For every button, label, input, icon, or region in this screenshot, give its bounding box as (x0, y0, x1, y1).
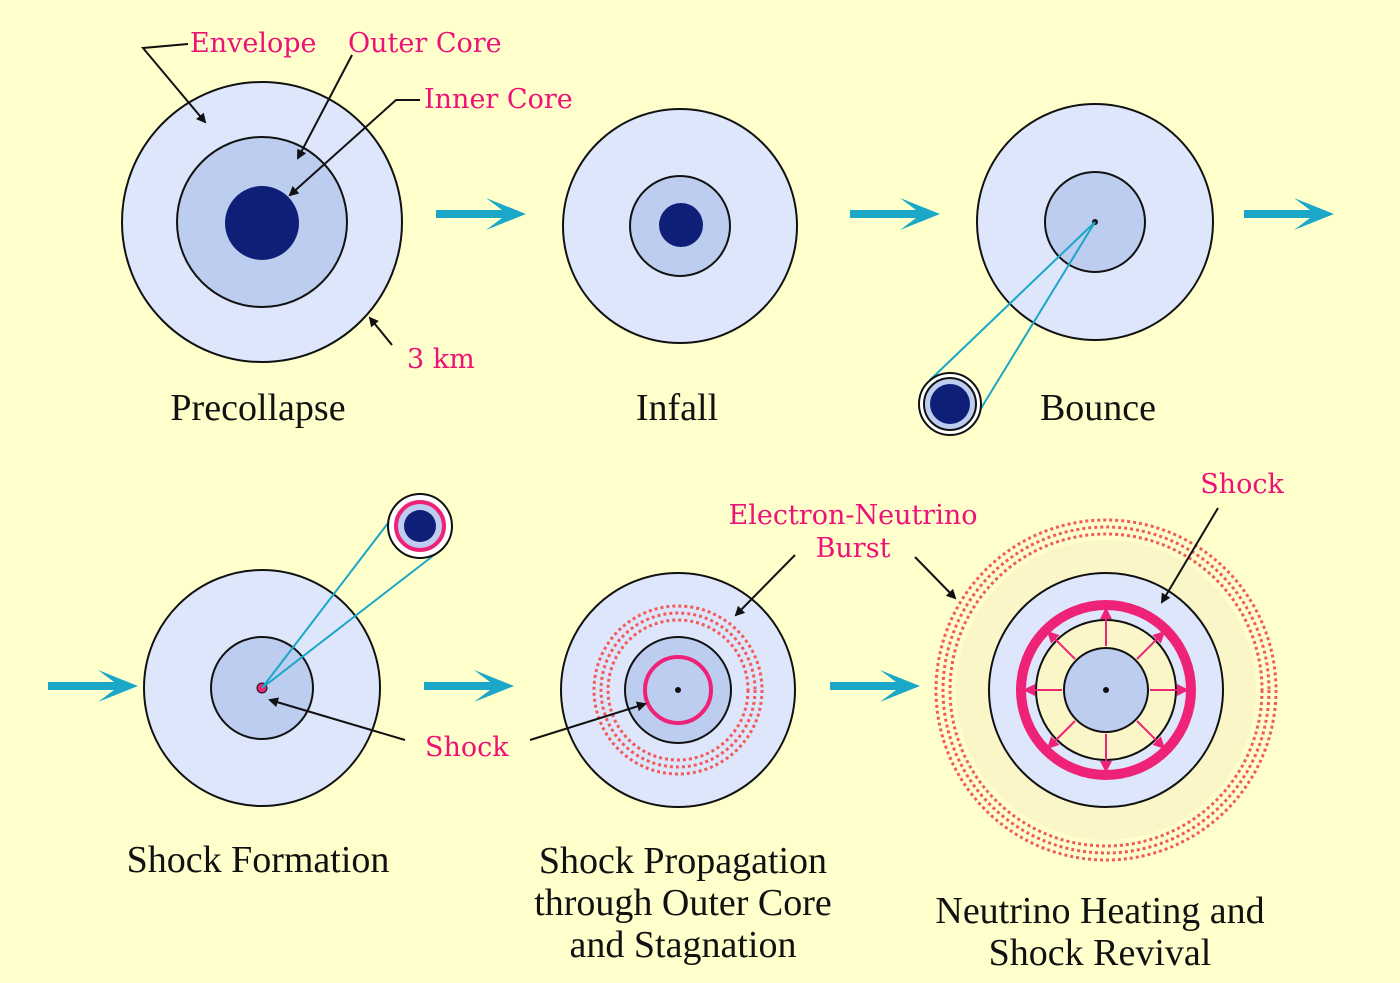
bounce-zoom-line-b (979, 221, 1096, 411)
revival-shock-ring (1016, 600, 1196, 780)
propagation-burst-zigzag-inner2 (606, 618, 750, 762)
propagation-title-line3: and Stagnation (570, 924, 797, 966)
precollapse-inner-core (225, 186, 299, 260)
shock-propagation-stage: Shock Propagation through Outer Core and… (529, 554, 832, 966)
revival-heating-arrows (1023, 607, 1189, 773)
propagation-burst-zigzag-inner (599, 611, 757, 769)
heating-arrow-nw (1046, 630, 1076, 660)
bounce-title: Bounce (1040, 387, 1156, 429)
shock-label-leader-to-propagation (529, 701, 647, 741)
shock-top-right-label: Shock (1200, 469, 1284, 500)
inner-core-leader-line (288, 99, 420, 197)
heating-arrow-se (1136, 720, 1166, 750)
infall-title: Infall (636, 387, 718, 429)
heating-arrow-sw (1046, 720, 1076, 750)
shock-top-right-leader (1160, 507, 1219, 604)
revival-burst-zigzag-outer (934, 518, 1278, 862)
shock-revival-stage: Shock Neutrino Heating and Shock Revival (914, 469, 1284, 974)
precollapse-stage: Envelope Outer Core Inner Core 3 km Prec… (121, 28, 573, 429)
revival-center-dot (1103, 687, 1109, 693)
propagation-title-line2: through Outer Core (534, 882, 832, 924)
inner-core-label: Inner Core (424, 84, 573, 115)
propagation-burst-zigzag (592, 604, 764, 776)
outer-core-leader-line (297, 54, 353, 160)
formation-zoom-line-b (261, 551, 439, 689)
right-arrow-icon (850, 198, 940, 230)
shock-formation-title: Shock Formation (127, 839, 390, 881)
revival-burst-zigzag-inner (948, 532, 1264, 848)
infall-inner-core (659, 203, 703, 247)
heating-arrow-ne (1136, 630, 1166, 660)
formation-zoom-line-a (261, 509, 399, 689)
right-arrow-icon (48, 670, 138, 702)
bounce-zoom-core (930, 384, 970, 424)
right-arrow-icon (1244, 198, 1334, 230)
envelope-leader-line (141, 43, 207, 124)
revival-title-line2: Shock Revival (989, 932, 1212, 974)
scale-leader-line (368, 316, 393, 346)
propagation-title-line1: Shock Propagation (539, 840, 827, 882)
bounce-zoom-line-a (929, 221, 1096, 381)
right-arrow-icon (830, 670, 920, 702)
revival-burst-zigzag-mid (941, 525, 1271, 855)
shock-label: Shock (425, 732, 509, 763)
burst-leader-to-propagation (734, 554, 796, 617)
bounce-stage: Bounce (918, 103, 1214, 436)
propagation-center-dot (675, 687, 681, 693)
precollapse-title: Precollapse (170, 387, 345, 429)
propagation-shock-ring (643, 655, 713, 725)
neutrino-burst-label-line1: Electron-Neutrino (729, 500, 978, 531)
formation-zoom-core (404, 510, 436, 542)
scale-label: 3 km (407, 344, 475, 375)
envelope-label: Envelope (190, 28, 316, 59)
outer-core-label: Outer Core (348, 28, 502, 59)
right-arrow-icon (436, 198, 526, 230)
right-arrow-icon (424, 670, 514, 702)
shock-label-leader-to-formation (268, 697, 406, 741)
shock-formation-stage: Shock Formation (127, 493, 453, 881)
burst-leader-to-revival (914, 556, 957, 600)
revival-title-line1: Neutrino Heating and (935, 890, 1264, 932)
neutrino-burst-label-line2: Burst (816, 533, 891, 564)
flow-arrows (48, 198, 1334, 702)
infall-stage: Infall (562, 108, 798, 429)
